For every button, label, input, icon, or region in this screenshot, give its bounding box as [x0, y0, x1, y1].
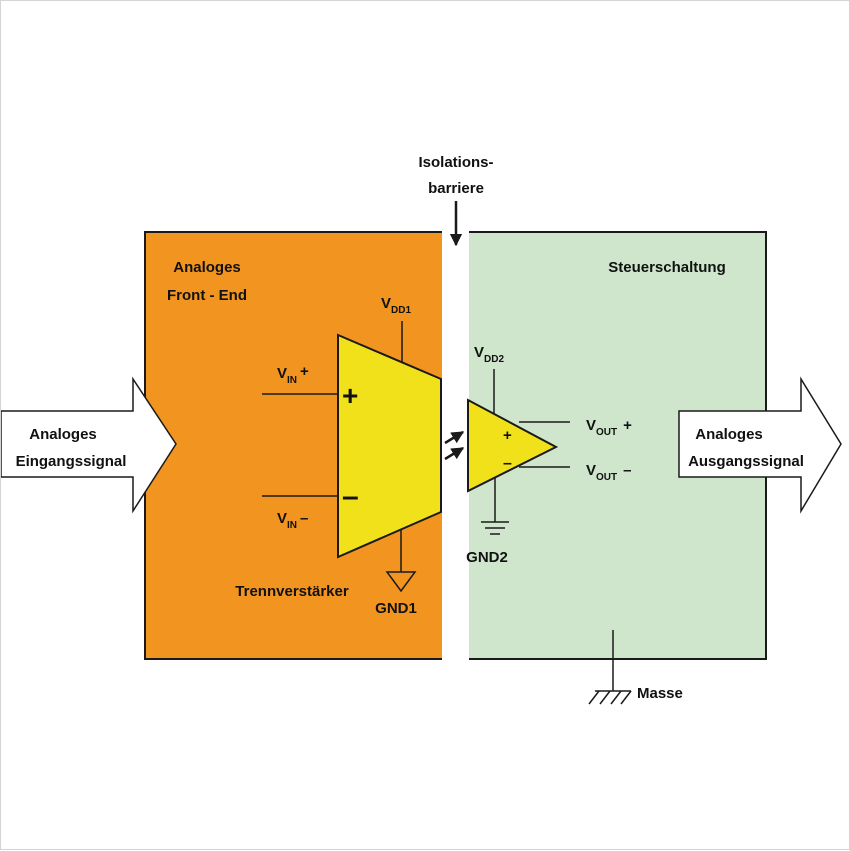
gnd1-label: GND1: [375, 600, 417, 617]
control-title: Steuerschaltung: [608, 259, 726, 276]
barrier-label-line1: Isolations-: [418, 154, 493, 171]
vout-minus-label: VOUT–: [586, 462, 631, 483]
optocoupler-arrows: [444, 430, 465, 461]
output-signal-arrow: [678, 376, 842, 514]
amp1-name-label: Trennverstärker: [235, 583, 349, 600]
gnd2-label: GND2: [466, 549, 508, 566]
output-amplifier: [467, 398, 559, 493]
gnd2-symbol: [481, 521, 509, 535]
barrier-label-line2: barriere: [428, 180, 484, 197]
amp2-minus-sign: –: [503, 455, 512, 472]
input-label-line2: Eingangssignal: [16, 453, 127, 470]
vdd2-label: VDD2: [474, 344, 504, 365]
vin-minus-label: VIN–: [277, 510, 308, 531]
vdd1-label: VDD1: [381, 295, 411, 316]
input-label-line1: Analoges: [29, 426, 97, 443]
front-end-title-line2: Front - End: [167, 287, 247, 304]
output-label-line1: Analoges: [695, 426, 763, 443]
output-label-line2: Ausgangssignal: [688, 453, 804, 470]
front-end-title-line1: Analoges: [173, 259, 241, 276]
masse-label: Masse: [637, 685, 683, 702]
amp1-plus-sign: +: [342, 380, 358, 411]
isolation-amplifier: [337, 333, 442, 559]
amp2-plus-sign: +: [503, 427, 512, 444]
isolation-barrier-gap: [442, 231, 469, 660]
gnd1-symbol: [385, 571, 417, 593]
vout-plus-label: VOUT+: [586, 417, 632, 438]
chassis-ground-symbol: [588, 690, 632, 705]
amp1-minus-sign: –: [342, 480, 359, 513]
vin-plus-label: VIN+: [277, 363, 309, 386]
input-signal-arrow: [1, 376, 177, 514]
